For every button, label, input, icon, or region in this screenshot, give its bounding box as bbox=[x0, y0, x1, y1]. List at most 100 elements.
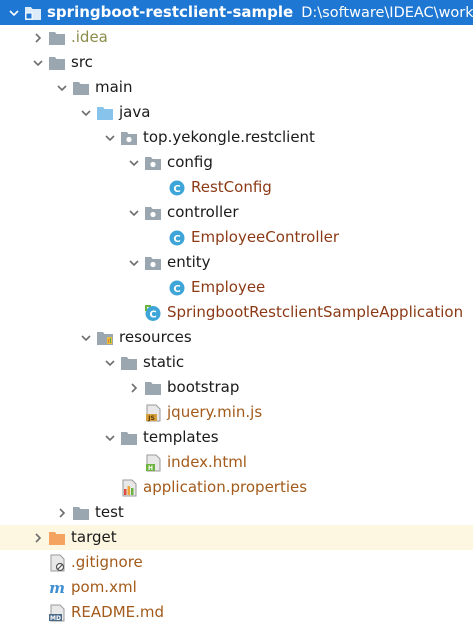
tree-node-label: target bbox=[71, 528, 117, 546]
expand-arrow-down-icon[interactable] bbox=[28, 50, 48, 75]
tree-node[interactable]: .idea bbox=[0, 25, 473, 50]
tree-node[interactable]: bootstrap bbox=[0, 375, 473, 400]
package-icon bbox=[120, 129, 138, 147]
package-icon bbox=[144, 204, 162, 222]
tree-node[interactable]: entity bbox=[0, 250, 473, 275]
svg-text:JS: JS bbox=[147, 415, 155, 422]
tree-node[interactable]: MD README.md bbox=[0, 600, 473, 625]
tree-node-label: index.html bbox=[167, 453, 247, 471]
tree-node-label: controller bbox=[167, 203, 239, 221]
markdown-file-icon: MD bbox=[48, 604, 66, 622]
tree-node-label: Employee bbox=[191, 278, 266, 296]
project-path: D:\software\IDEAC\worksp bbox=[301, 4, 473, 21]
class-icon: C bbox=[168, 179, 186, 197]
expand-arrow-right-icon[interactable] bbox=[28, 525, 48, 550]
expand-arrow-down-icon[interactable] bbox=[100, 350, 120, 375]
tree-node[interactable]: C Employee bbox=[0, 275, 473, 300]
svg-text:C: C bbox=[173, 284, 180, 295]
svg-text:m: m bbox=[49, 579, 65, 597]
tree-node-label: java bbox=[119, 103, 151, 121]
tree-node-label: .gitignore bbox=[71, 553, 143, 571]
tree-node-label: RestConfig bbox=[191, 178, 272, 196]
expand-arrow-down-icon[interactable] bbox=[76, 100, 96, 125]
expand-arrow-down-icon[interactable] bbox=[100, 125, 120, 150]
tree-node[interactable]: src bbox=[0, 50, 473, 75]
tree-node[interactable]: config bbox=[0, 150, 473, 175]
expand-arrow-down-icon[interactable] bbox=[124, 200, 144, 225]
tree-node[interactable]: C EmployeeController bbox=[0, 225, 473, 250]
tree-node-label: test bbox=[95, 503, 124, 521]
tree-node-label: resources bbox=[119, 328, 192, 346]
expand-arrow-right-icon[interactable] bbox=[124, 375, 144, 400]
folder-icon bbox=[144, 379, 162, 397]
properties-file-icon bbox=[120, 479, 138, 497]
ignored-file-icon bbox=[48, 554, 66, 572]
tree-node[interactable]: test bbox=[0, 500, 473, 525]
tree-node-label: springboot-restclient-sample bbox=[47, 3, 294, 21]
folder-icon bbox=[72, 79, 90, 97]
arrow-spacer bbox=[28, 550, 48, 575]
folder-icon bbox=[120, 429, 138, 447]
svg-text:C: C bbox=[149, 309, 156, 320]
expand-arrow-down-icon[interactable] bbox=[124, 250, 144, 275]
tree-node[interactable]: target bbox=[0, 525, 473, 550]
tree-node[interactable]: .gitignore bbox=[0, 550, 473, 575]
tree-node-label: SpringbootRestclientSampleApplication bbox=[167, 303, 464, 321]
tree-node[interactable]: springboot-restclient-sample D:\software\… bbox=[0, 0, 473, 25]
tree-node[interactable]: templates bbox=[0, 425, 473, 450]
arrow-spacer bbox=[148, 225, 168, 250]
tree-node[interactable]: top.yekongle.restclient bbox=[0, 125, 473, 150]
folder-icon bbox=[48, 29, 66, 47]
arrow-spacer bbox=[124, 400, 144, 425]
js-file-icon: JS bbox=[144, 404, 162, 422]
tree-node[interactable]: static bbox=[0, 350, 473, 375]
svg-text:H: H bbox=[148, 465, 153, 472]
tree-node-label: top.yekongle.restclient bbox=[143, 128, 315, 146]
expand-arrow-down-icon[interactable] bbox=[124, 150, 144, 175]
arrow-spacer bbox=[100, 475, 120, 500]
tree-node-label: pom.xml bbox=[71, 578, 137, 596]
tree-node-label: .idea bbox=[71, 28, 108, 46]
tree-node[interactable]: java bbox=[0, 100, 473, 125]
expand-arrow-down-icon[interactable] bbox=[76, 325, 96, 350]
arrow-spacer bbox=[28, 600, 48, 625]
package-icon bbox=[144, 154, 162, 172]
class-icon: C bbox=[168, 229, 186, 247]
tree-node-label: EmployeeController bbox=[191, 228, 340, 246]
expand-arrow-right-icon[interactable] bbox=[52, 500, 72, 525]
tree-node[interactable]: application.properties bbox=[0, 475, 473, 500]
tree-node-label: main bbox=[95, 78, 133, 96]
tree-node[interactable]: m pom.xml bbox=[0, 575, 473, 600]
expand-arrow-down-icon[interactable] bbox=[100, 425, 120, 450]
expand-arrow-down-icon[interactable] bbox=[52, 75, 72, 100]
expand-arrow-right-icon[interactable] bbox=[28, 25, 48, 50]
arrow-spacer bbox=[124, 300, 144, 325]
arrow-spacer bbox=[124, 450, 144, 475]
tree-node-label: bootstrap bbox=[167, 378, 240, 396]
tree-node-label: templates bbox=[143, 428, 219, 446]
html-file-icon: H bbox=[144, 454, 162, 472]
module-folder-icon bbox=[24, 4, 42, 22]
arrow-spacer bbox=[148, 175, 168, 200]
tree-node[interactable]: C RestConfig bbox=[0, 175, 473, 200]
tree-node-label: src bbox=[71, 53, 93, 71]
excluded-folder-icon bbox=[48, 529, 66, 547]
maven-icon: m bbox=[48, 579, 66, 597]
tree-node[interactable]: main bbox=[0, 75, 473, 100]
tree-node-label: entity bbox=[167, 253, 211, 271]
folder-icon bbox=[48, 54, 66, 72]
arrow-spacer bbox=[148, 275, 168, 300]
tree-node-label: config bbox=[167, 153, 213, 171]
spring-boot-class-icon: C bbox=[144, 304, 162, 322]
tree-node-label: static bbox=[143, 353, 185, 371]
package-icon bbox=[144, 254, 162, 272]
tree-node[interactable]: C SpringbootRestclientSampleApplication bbox=[0, 300, 473, 325]
expand-arrow-down-icon[interactable] bbox=[4, 0, 24, 25]
source-folder-icon bbox=[96, 104, 114, 122]
class-icon: C bbox=[168, 279, 186, 297]
tree-node-label: README.md bbox=[71, 603, 165, 621]
tree-node[interactable]: controller bbox=[0, 200, 473, 225]
tree-node[interactable]: resources bbox=[0, 325, 473, 350]
